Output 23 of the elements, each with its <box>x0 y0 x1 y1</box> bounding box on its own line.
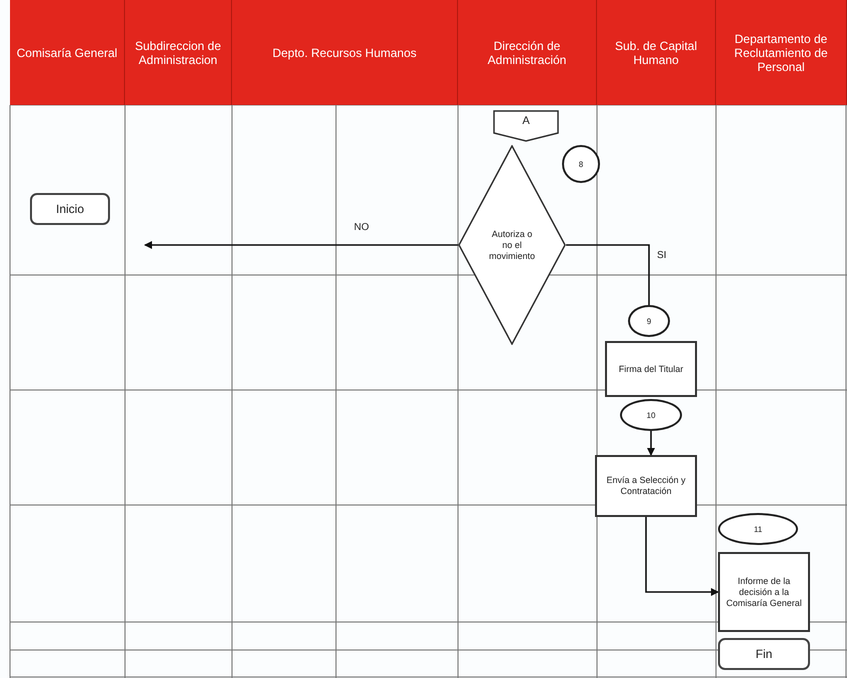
terminator-box: Inicio <box>30 193 110 225</box>
lane-header: Depto. Recursos Humanos <box>232 0 458 105</box>
lane-header: Departamento de Reclutamiento de Personal <box>716 0 847 105</box>
decision-diamond: Autoriza o no el movimiento <box>458 145 566 345</box>
connector-circle: 11 <box>718 513 798 545</box>
lane-header: Dirección de Administración <box>458 0 597 105</box>
connector-circle: 8 <box>562 145 600 183</box>
connector-line <box>566 244 650 305</box>
lane-header: Comisaría General <box>10 0 125 105</box>
off-page-connector: A <box>493 110 559 142</box>
arrow <box>647 431 655 456</box>
arrow <box>144 241 458 249</box>
process-box: Firma del Titular <box>605 341 697 397</box>
process-box: Envía a Selección y Contratación <box>595 455 697 517</box>
process-box: Informe de la decisión a la Comisaría General <box>718 552 810 632</box>
connector-circle: 9 <box>628 305 670 337</box>
edge-label: NO <box>352 222 371 233</box>
arrow <box>645 517 719 596</box>
connector-circle: 10 <box>620 399 682 431</box>
lane-header: Subdireccion de Administracion <box>125 0 232 105</box>
lane-header: Sub. de Capital Humano <box>597 0 716 105</box>
edge-label: SI <box>655 250 668 261</box>
terminator-box: Fin <box>718 638 810 670</box>
